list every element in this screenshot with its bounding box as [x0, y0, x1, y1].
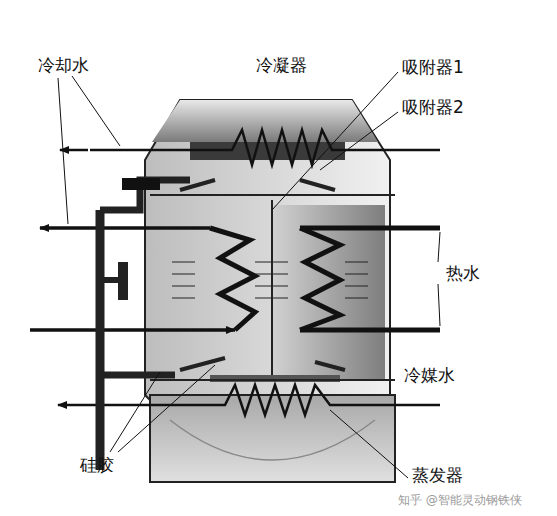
part-label: 热水: [446, 264, 480, 283]
part-label: 硅胶: [80, 456, 114, 475]
watermark: 知乎 @智能灵动钢铁侠: [398, 494, 522, 507]
callout-label: 冷却水: [38, 56, 89, 75]
part-label: 冷媒水: [404, 366, 455, 385]
part-label: 蒸发器: [412, 466, 463, 485]
part-label: 吸附器1: [402, 58, 464, 77]
part-label: 吸附器2: [402, 98, 464, 117]
part-label: 冷凝器: [256, 56, 307, 75]
